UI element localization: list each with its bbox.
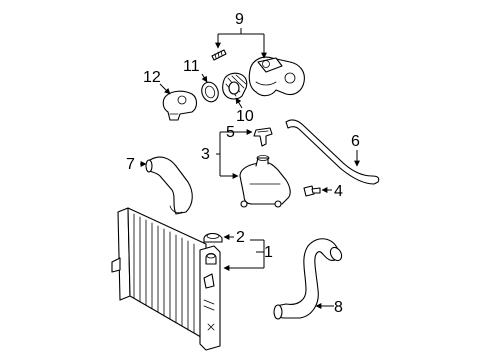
thermostat bbox=[222, 72, 248, 100]
lower-radiator-hose bbox=[273, 238, 343, 320]
callout-9: 9 bbox=[218, 11, 267, 59]
reservoir-cap bbox=[253, 127, 273, 147]
coolant-reservoir bbox=[239, 155, 291, 208]
stud-bolt bbox=[211, 49, 227, 61]
callout-8: 8 bbox=[315, 299, 343, 316]
callout-4: 4 bbox=[321, 183, 343, 200]
water-inlet bbox=[162, 90, 198, 121]
callout-1: 1 bbox=[224, 239, 273, 268]
label-2: 2 bbox=[236, 229, 245, 246]
label-1: 1 bbox=[264, 244, 273, 261]
label-7: 7 bbox=[126, 156, 135, 173]
callout-2: 2 bbox=[223, 229, 245, 246]
callout-10: 10 bbox=[235, 97, 254, 125]
radiator-cap bbox=[203, 232, 223, 243]
label-10: 10 bbox=[236, 108, 254, 125]
radiator bbox=[111, 207, 221, 351]
callout-3: 3 bbox=[201, 132, 252, 179]
label-11: 11 bbox=[183, 58, 200, 75]
overflow-hose bbox=[285, 119, 380, 185]
bolt bbox=[303, 185, 321, 197]
label-3: 3 bbox=[201, 146, 210, 163]
label-12: 12 bbox=[143, 69, 161, 86]
callout-5: 5 bbox=[226, 124, 235, 141]
label-4: 4 bbox=[334, 183, 343, 200]
callout-6: 6 bbox=[351, 133, 360, 167]
label-9: 9 bbox=[235, 11, 244, 28]
upper-radiator-hose bbox=[145, 156, 193, 215]
callout-7: 7 bbox=[126, 156, 147, 173]
thermostat-housing bbox=[248, 56, 305, 97]
gasket bbox=[201, 81, 219, 103]
label-5: 5 bbox=[226, 124, 235, 141]
label-8: 8 bbox=[334, 299, 343, 316]
callout-11: 11 bbox=[183, 58, 208, 83]
label-6: 6 bbox=[351, 133, 360, 150]
callout-12: 12 bbox=[143, 69, 171, 95]
